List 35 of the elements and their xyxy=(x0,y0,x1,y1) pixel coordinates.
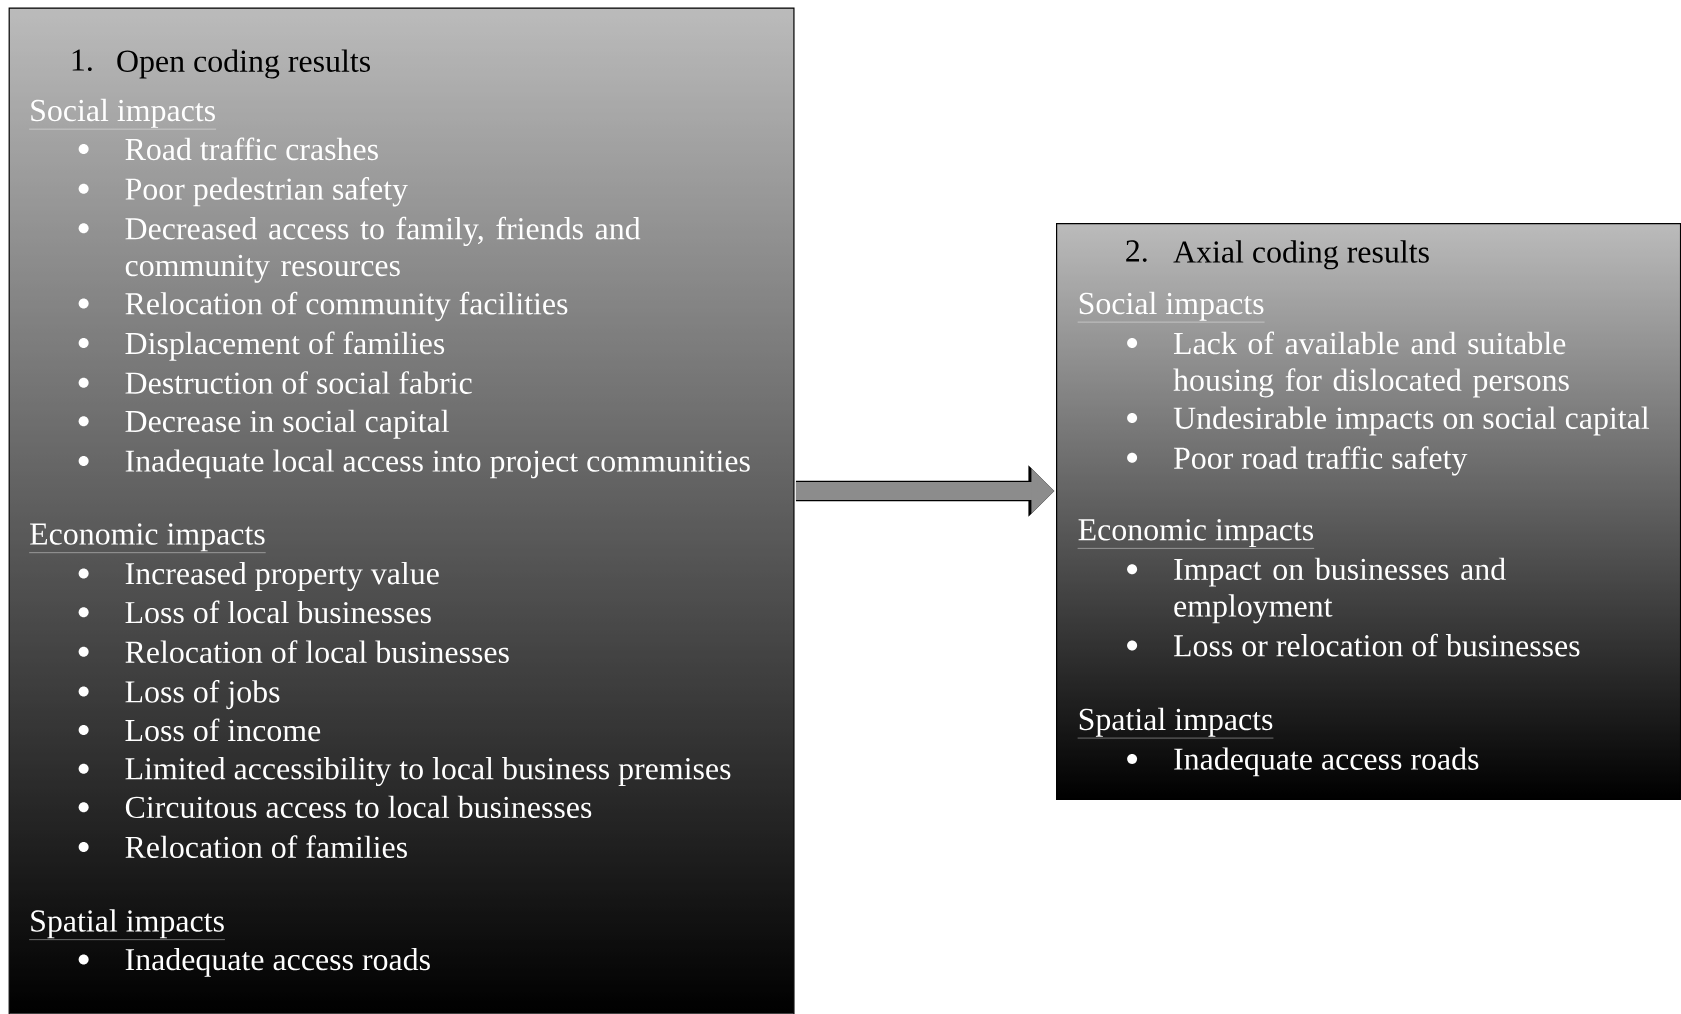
bullet-item: Limited accessibility to local business premises xyxy=(78,757,731,787)
bullet-item: Loss of local businesses xyxy=(78,600,431,624)
bullet-item: Relocation of families xyxy=(78,835,407,859)
bullet-item: Relocation of local businesses xyxy=(78,640,509,663)
bullet-item: Increased property value xyxy=(78,561,439,591)
section-heading: Spatial impacts xyxy=(1077,707,1274,739)
bullet-item: Loss of jobs xyxy=(78,679,280,710)
text-panel xyxy=(8,7,795,1014)
bullet-item: Loss or relocation of businesses xyxy=(1127,633,1580,657)
section-heading: Economic impacts xyxy=(1077,519,1315,549)
bullet-item: Relocation of community facilities xyxy=(78,291,568,322)
panel-title: Axial coding results xyxy=(1173,240,1429,270)
section-heading: Social impacts xyxy=(1077,291,1265,323)
bullet-item: Loss of income xyxy=(78,718,321,742)
bullet-item: Decreased access to family, friends and community resources xyxy=(78,216,641,283)
bullet-item: Inadequate access roads xyxy=(1127,747,1479,777)
bullet-item: Impact on businesses and employment xyxy=(1127,557,1506,624)
bullet-item: Undesirable impacts on social capital xyxy=(1127,406,1650,436)
list-number: 2. xyxy=(1126,240,1147,262)
section-heading: Social impacts xyxy=(28,98,217,130)
bullet-item: Lack of available and suitable housing for dislocated persons xyxy=(1127,331,1569,398)
section-heading: Economic impacts xyxy=(28,523,266,553)
panel-title: Open coding results xyxy=(117,49,370,79)
bullet-item: Inadequate local access into project communities xyxy=(78,449,750,479)
list-number: 1. xyxy=(72,49,92,72)
bullet-item: Displacement of families xyxy=(78,331,445,361)
section-heading: Spatial impacts xyxy=(28,909,226,940)
bullet-item: Poor pedestrian safety xyxy=(78,177,408,207)
bullet-item: Poor road traffic safety xyxy=(1127,446,1468,476)
bullet-item: Road traffic crashes xyxy=(78,137,378,161)
bullet-item: Decrease in social capital xyxy=(78,409,449,439)
bullet-item: Circuitous access to local businesses xyxy=(78,795,592,819)
bullet-item: Destruction of social fabric xyxy=(78,371,472,394)
text-panel xyxy=(1056,223,1681,800)
bullet-item: Inadequate access roads xyxy=(78,947,430,977)
